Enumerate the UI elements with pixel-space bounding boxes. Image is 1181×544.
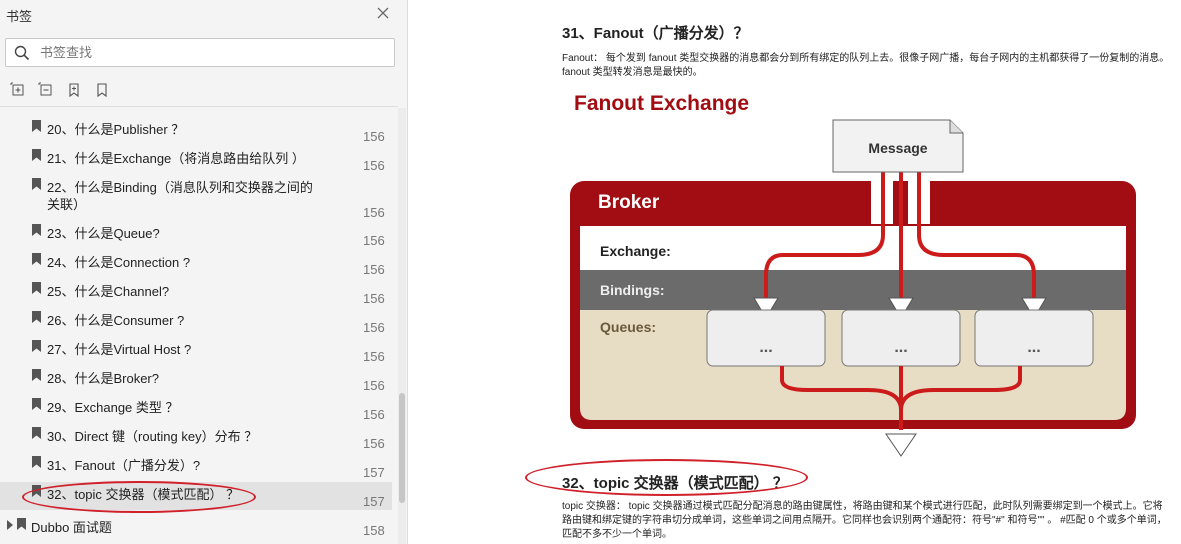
bindings-label: Bindings: — [600, 282, 665, 298]
bookmark-icon — [32, 149, 41, 161]
bookmark-item[interactable]: 31、Fanout（广播分发）? 157 — [0, 453, 392, 482]
binding-arrow — [888, 297, 914, 319]
collapse-all-icon[interactable] — [38, 82, 54, 98]
queue-label: ... — [1027, 339, 1040, 356]
toolbar-divider — [0, 106, 398, 107]
bookmark-search-input[interactable] — [40, 42, 380, 63]
bookmark-search-box[interactable] — [5, 38, 395, 67]
heading-fanout: 31、Fanout（广播分发）？ — [562, 25, 749, 42]
output-arrow — [885, 433, 917, 457]
bookmark-icon — [32, 398, 41, 410]
bookmark-icon — [32, 282, 41, 294]
bookmark-item[interactable]: 25、什么是Channel? 156 — [0, 279, 392, 308]
bookmark-item[interactable]: 30、Direct 键（routing key）分布 ？ 156 — [0, 424, 392, 453]
queue-box — [974, 309, 1094, 367]
expand-arrow-icon[interactable] — [7, 520, 13, 530]
paragraph-topic: topic 交换器： topic 交换器通过模式匹配分配消息的路由键属性，将路由… — [562, 501, 1167, 540]
queue-label: ... — [894, 339, 907, 356]
add-bookmark-icon[interactable] — [66, 82, 82, 98]
scrollbar-thumb[interactable] — [399, 393, 405, 503]
bookmark-icon — [32, 456, 41, 468]
bookmark-scrollbar[interactable] — [398, 108, 406, 544]
binding-arrow — [753, 297, 779, 319]
queue-box — [706, 309, 826, 367]
queue-label: ... — [759, 339, 772, 356]
bookmark-panel-header: 书签 — [0, 0, 408, 30]
route-line — [917, 182, 1036, 300]
binding-arrow — [1021, 297, 1047, 319]
broker-label: Broker — [598, 192, 660, 213]
output-line — [780, 366, 903, 411]
bookmark-item[interactable]: 20、什么是Publisher ？ 156 — [0, 117, 392, 146]
bookmark-icon — [32, 369, 41, 381]
queues-label: Queues: — [600, 319, 656, 335]
bookmark-item[interactable]: 27、什么是Virtual Host ? 156 — [0, 337, 392, 366]
bookmark-group-dubbo[interactable]: Dubbo 面试题 158 — [0, 512, 392, 540]
output-line — [899, 366, 1022, 411]
search-icon — [14, 45, 30, 61]
bookmark-panel-title: 书签 — [6, 9, 33, 24]
bookmark-icon — [32, 178, 41, 190]
fanout-exchange-diagram: Fanout Exchange Broker Exchange: Binding… — [570, 92, 1136, 457]
bookmark-item[interactable]: 29、Exchange 类型 ？ 156 — [0, 395, 392, 424]
bookmark-item[interactable]: 22、什么是Binding（消息队列和交换器之间的关联） 156 — [0, 175, 392, 221]
queue-box — [841, 309, 961, 367]
bookmark-icon — [17, 518, 26, 530]
bookmark-item[interactable]: 24、什么是Connection ? 156 — [0, 250, 392, 279]
bookmark-icon — [32, 485, 41, 497]
message-label: Message — [868, 140, 927, 156]
exchange-section — [580, 226, 1126, 270]
route-line — [764, 182, 885, 300]
bookmark-icon — [32, 311, 41, 323]
bookmark-icon — [32, 120, 41, 132]
bookmark-item[interactable]: 23、什么是Queue? 156 — [0, 221, 392, 250]
heading-topic: 32、topic 交换器（模式匹配） ？ — [562, 475, 788, 492]
exchange-label: Exchange: — [600, 243, 671, 259]
diagram-title: Fanout Exchange — [574, 92, 749, 115]
bookmark-icon — [32, 224, 41, 236]
message-box — [832, 119, 964, 173]
expand-all-icon[interactable] — [10, 82, 26, 98]
bookmark-icon[interactable] — [94, 82, 110, 98]
paragraph-fanout: Fanout： 每个发到 fanout 类型交换器的消息都会分到所有绑定的队列上… — [562, 53, 1170, 78]
bookmark-item[interactable]: 28、什么是Broker? 156 — [0, 366, 392, 395]
bookmark-icon — [32, 253, 41, 265]
bookmark-panel: 书签 20、什么是 — [0, 0, 408, 544]
bookmark-icon — [32, 340, 41, 352]
bookmark-item[interactable]: 21、什么是Exchange（将消息路由给队列 ） 156 — [0, 146, 392, 175]
close-icon[interactable] — [374, 4, 392, 22]
document-page: 31、Fanout（广播分发）？ Fanout： 每个发到 fanout 类型交… — [418, 0, 1181, 544]
bookmark-item-selected[interactable]: 32、topic 交换器（模式匹配） ？ 157 — [0, 482, 392, 510]
bookmark-item[interactable]: 26、什么是Consumer ? 156 — [0, 308, 392, 337]
bookmark-icon — [32, 427, 41, 439]
